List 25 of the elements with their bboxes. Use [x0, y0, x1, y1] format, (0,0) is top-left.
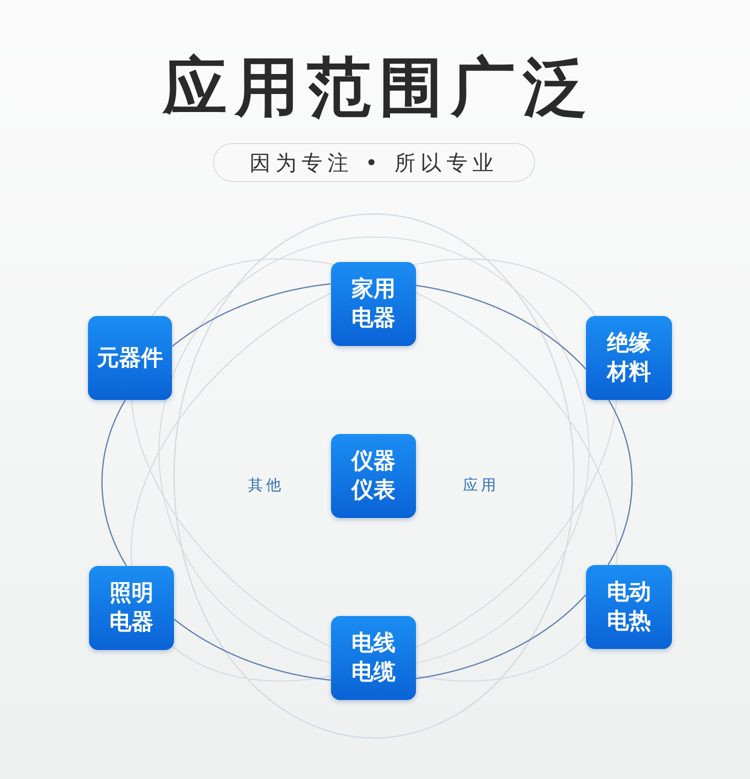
- category-label: 电动电热: [606, 579, 652, 636]
- category-tile: [88, 316, 172, 400]
- category-tile: [586, 316, 672, 400]
- category-label: 仪器仪表: [350, 448, 396, 505]
- orbit-arc: [172, 283, 331, 347]
- category-label: 元器件: [96, 344, 164, 372]
- category-tile: [331, 262, 416, 346]
- category-tile: [331, 434, 416, 518]
- category-label: 照明电器: [108, 580, 154, 637]
- category-label: 家用电器: [350, 276, 396, 333]
- category-tile: [586, 565, 672, 649]
- tagline-pill: [213, 143, 535, 182]
- category-tile: [331, 616, 416, 700]
- side-label: 应用: [463, 475, 499, 495]
- orbit-arc: [608, 400, 633, 566]
- page-title: 应用范围广泛: [161, 50, 595, 127]
- category-tile: [89, 566, 174, 650]
- orbit-arc: [416, 284, 586, 370]
- category-label: 电线电缆: [350, 630, 396, 687]
- orbit-arc: [101, 400, 128, 566]
- orbit-arc: [416, 594, 586, 680]
- orbit-arc: [174, 618, 331, 681]
- tagline-text: 因为专注 • 所以专业: [250, 150, 498, 176]
- side-label: 其他: [248, 475, 284, 495]
- category-label: 绝缘材料: [605, 330, 652, 387]
